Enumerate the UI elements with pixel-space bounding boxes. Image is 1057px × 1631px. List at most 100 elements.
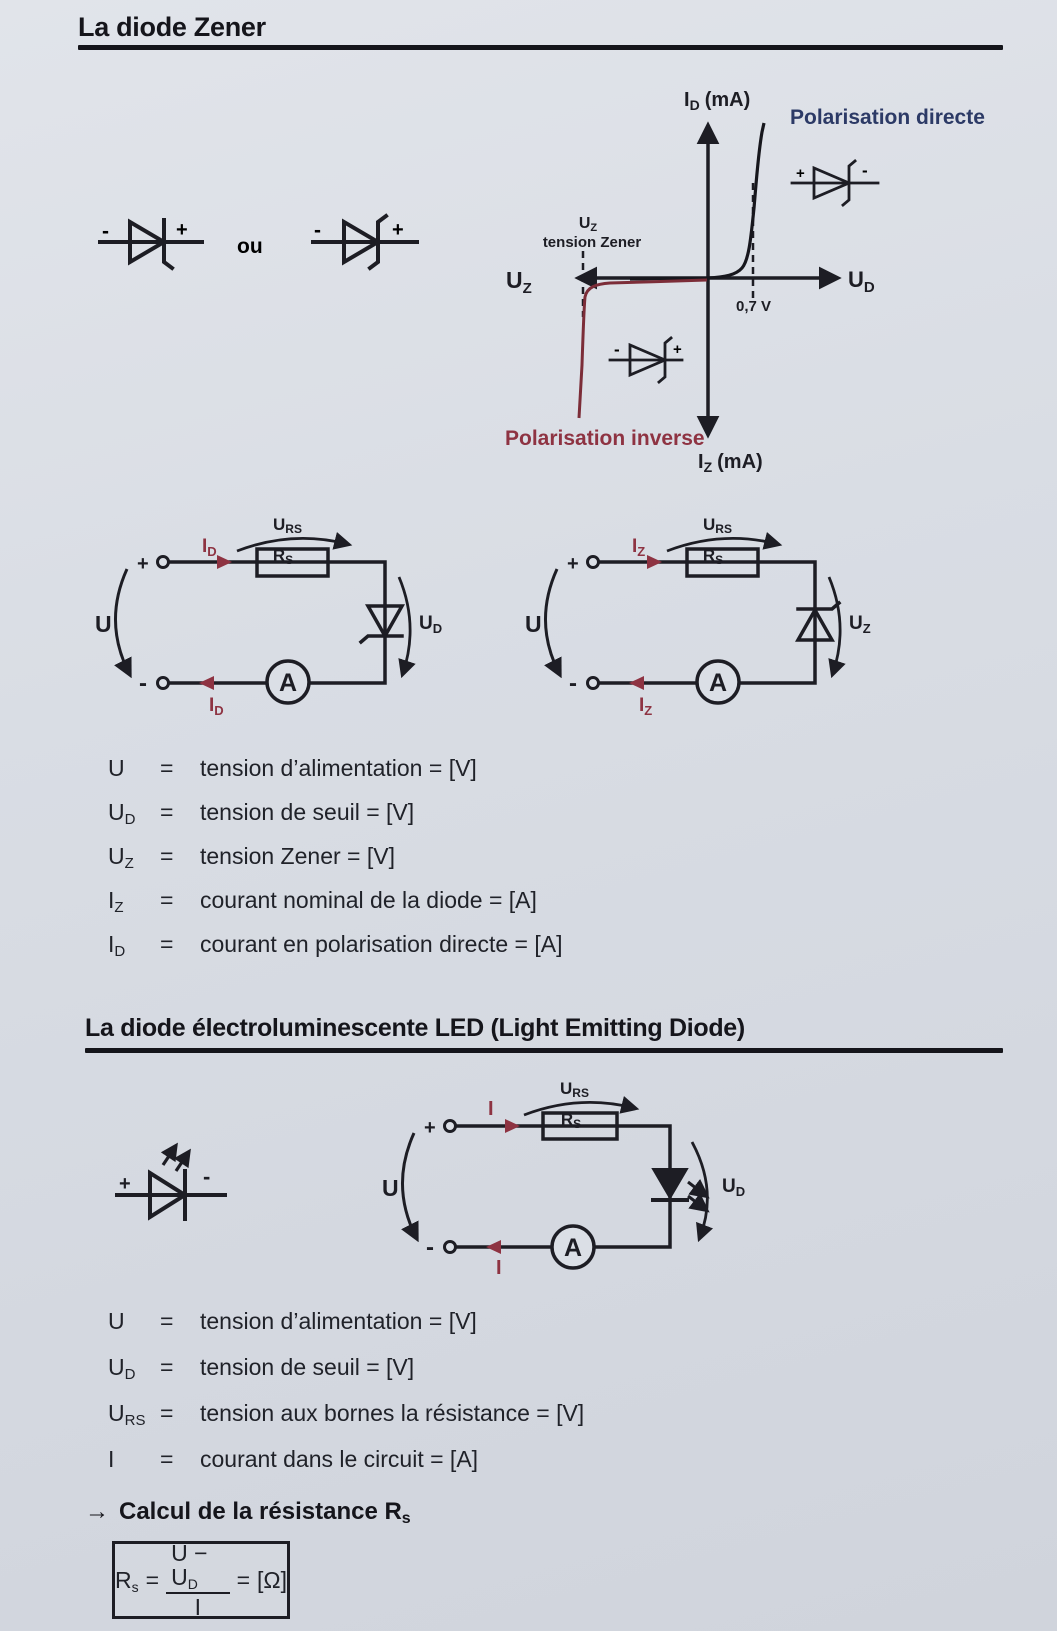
description: tension de seuil = [V] bbox=[200, 1354, 415, 1380]
terminal-positive bbox=[156, 555, 170, 569]
description: tension d’alimentation = [V] bbox=[200, 1308, 477, 1334]
resistor-voltage-arrow bbox=[523, 1096, 640, 1117]
current-label-bottom: IZ bbox=[639, 695, 652, 718]
symbol: UD bbox=[108, 1354, 136, 1383]
current-arrow-bottom bbox=[199, 676, 214, 690]
terminal-negative bbox=[443, 1240, 457, 1254]
diode-voltage-label: UD bbox=[722, 1176, 745, 1199]
plus-sign: + bbox=[176, 219, 188, 241]
ammeter-label: A bbox=[564, 1234, 582, 1262]
current-label-top: ID bbox=[202, 536, 217, 559]
equals: = bbox=[160, 887, 174, 913]
resistor-label: RS bbox=[273, 546, 293, 567]
led-diode-body bbox=[115, 1169, 227, 1221]
plus-sign: + bbox=[424, 1117, 436, 1139]
zener-symbol-variants: - + ou - + bbox=[98, 213, 419, 271]
resistor-label: RS bbox=[703, 546, 723, 567]
zener-diode bbox=[794, 606, 836, 642]
diode-voltage-arrow bbox=[397, 576, 416, 679]
definition-row: ID = courant en polarisation directe = [… bbox=[108, 924, 948, 968]
heading-text: Calcul de la résistance R bbox=[119, 1498, 402, 1525]
description: tension Zener = [V] bbox=[200, 843, 395, 869]
section2-underline bbox=[85, 1048, 1003, 1053]
led-diode bbox=[651, 1168, 689, 1200]
symbol: U bbox=[108, 1308, 125, 1334]
minus-sign: - bbox=[203, 1164, 210, 1189]
zener-diode-bar bbox=[796, 600, 842, 611]
definition-row: UZ = tension Zener = [V] bbox=[108, 836, 948, 880]
symbol: ID bbox=[108, 931, 126, 960]
x-pos-axis-label: UD bbox=[848, 267, 875, 296]
current-arrow-top bbox=[505, 1119, 520, 1133]
led-definitions: U = tension d’alimentation = [V] UD = te… bbox=[108, 1300, 948, 1484]
equals: = bbox=[160, 843, 174, 869]
or-label: ou bbox=[237, 235, 263, 258]
description: tension aux bornes la résistance = [V] bbox=[200, 1400, 585, 1426]
page-title: La diode Zener bbox=[78, 12, 266, 42]
reverse-bias-label: Polarisation inverse bbox=[505, 427, 705, 450]
title-underline bbox=[78, 45, 1003, 50]
diode-voltage-label: UZ bbox=[849, 613, 871, 636]
plus-sign: + bbox=[392, 219, 404, 241]
y-neg-axis-label: IZ(mA) bbox=[698, 451, 763, 475]
zener-reverse-circuit: + - U IZ IZ RS URS UZ A bbox=[525, 515, 871, 718]
ammeter bbox=[265, 659, 311, 705]
current-arrow-bottom bbox=[629, 676, 644, 690]
resistance-formula: Rs = U − UD I = [Ω] bbox=[112, 1541, 290, 1619]
symbol: UD bbox=[108, 799, 136, 828]
minus-sign: - bbox=[569, 670, 577, 697]
description: courant dans le circuit = [A] bbox=[200, 1446, 479, 1472]
equals: = bbox=[160, 755, 174, 781]
zener-diode-bar bbox=[358, 634, 404, 645]
minus-sign: - bbox=[614, 340, 620, 359]
resistor-voltage-arrow bbox=[666, 532, 783, 553]
terminal-positive bbox=[586, 555, 600, 569]
threshold-label: 0,7 V bbox=[736, 298, 771, 315]
source-voltage-label: U bbox=[525, 611, 542, 637]
zener-note-text: tension Zener bbox=[543, 234, 642, 251]
resistor-box bbox=[255, 547, 330, 578]
definition-row: URS = tension aux bornes la résistance =… bbox=[108, 1392, 948, 1438]
terminal-negative bbox=[156, 676, 170, 690]
description: courant en polarisation directe = [A] bbox=[200, 931, 563, 957]
description: tension de seuil = [V] bbox=[200, 799, 415, 825]
arrow-icon: → bbox=[85, 1498, 109, 1525]
current-arrow-top bbox=[647, 555, 662, 569]
y-pos-axis-label: ID(mA) bbox=[684, 89, 750, 113]
ammeter bbox=[550, 1224, 596, 1270]
x-neg-axis-label: UZ bbox=[506, 267, 532, 297]
led-symbol: + - bbox=[115, 1142, 227, 1221]
source-voltage-arrow bbox=[544, 568, 562, 679]
zener-note-symbol: UZ bbox=[579, 215, 598, 234]
current-label-top: IZ bbox=[632, 536, 645, 559]
equals: = bbox=[236, 1566, 251, 1593]
symbol: IZ bbox=[108, 887, 124, 916]
ammeter-label: A bbox=[279, 669, 297, 697]
diode-voltage-arrow bbox=[827, 576, 846, 679]
zener-symbol-1 bbox=[98, 218, 204, 271]
description: courant nominal de la diode = [A] bbox=[200, 887, 537, 913]
zener-definitions: U = tension d’alimentation = [V] UD = te… bbox=[108, 748, 948, 968]
equals: = bbox=[160, 1308, 174, 1334]
resistor-voltage-label: URS bbox=[560, 1079, 589, 1100]
resistance-calc-heading: →Calcul de la résistance Rs bbox=[85, 1498, 411, 1527]
section2-title: La diode électroluminescente LED (Light … bbox=[85, 1014, 745, 1042]
fraction: U − UD I bbox=[166, 1541, 230, 1620]
symbol: URS bbox=[108, 1400, 146, 1429]
light-emission-arrow bbox=[160, 1142, 178, 1166]
source-voltage-label: U bbox=[95, 611, 112, 637]
definition-row: I = courant dans le circuit = [A] bbox=[108, 1438, 948, 1484]
diode-voltage-arrow bbox=[690, 1141, 714, 1243]
denominator: I bbox=[194, 1593, 202, 1620]
minus-sign: - bbox=[102, 220, 109, 243]
numerator: U − UD bbox=[166, 1541, 230, 1594]
symbol: U bbox=[108, 755, 125, 781]
forward-bias-label: Polarisation directe bbox=[790, 106, 985, 129]
resistor-voltage-label: URS bbox=[273, 515, 302, 536]
definition-row: UD = tension de seuil = [V] bbox=[108, 792, 948, 836]
light-emission-arrow bbox=[687, 1192, 710, 1213]
formula-result: [Ω] bbox=[257, 1566, 287, 1593]
resistor-voltage-arrow bbox=[236, 532, 353, 553]
plus-sign: + bbox=[119, 1173, 131, 1195]
